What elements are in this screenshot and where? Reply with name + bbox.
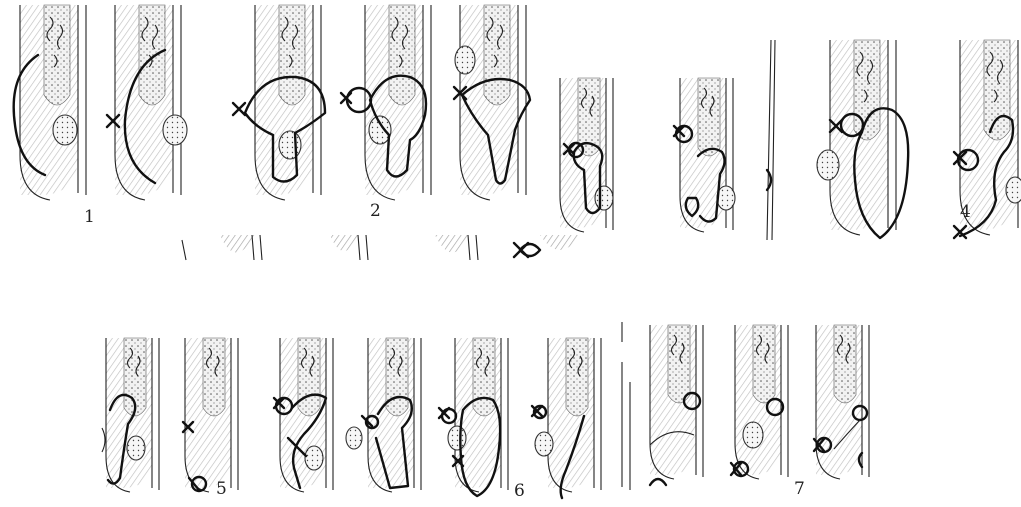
panel-7-step-b [731,325,788,479]
panel-number-5: 5 [216,479,227,499]
panel-3-step-b [674,78,735,232]
panel-6-step-a [274,338,333,492]
panel-number-1: 1 [84,207,95,227]
panel-5-step-b [183,338,238,492]
panel-5-step-a [102,338,159,492]
panel-3-step-c [817,40,908,238]
panel-7-step-c [814,325,869,479]
panel-number-7: 7 [794,479,805,499]
panel-1-step-a [14,5,86,200]
panel-number-4: 4 [960,202,971,222]
panel-6-step-b [346,338,421,492]
fragment-edge-column [767,40,775,240]
panel-2-step-c [454,5,530,200]
panel-2-step-a [233,5,325,200]
panel-number-2: 2 [370,201,381,221]
panel-6-step-c [439,338,508,496]
panel-7-step-a [650,325,703,485]
panel-1-step-b [107,5,187,200]
panel-6-step-d [532,338,601,498]
panel-number-6: 6 [514,481,525,501]
panel-3-step-a [560,78,613,232]
fragment-panel-7-edge [622,322,630,490]
fragment-row-1-bottom [182,235,580,260]
panel-2-step-b [341,5,431,200]
